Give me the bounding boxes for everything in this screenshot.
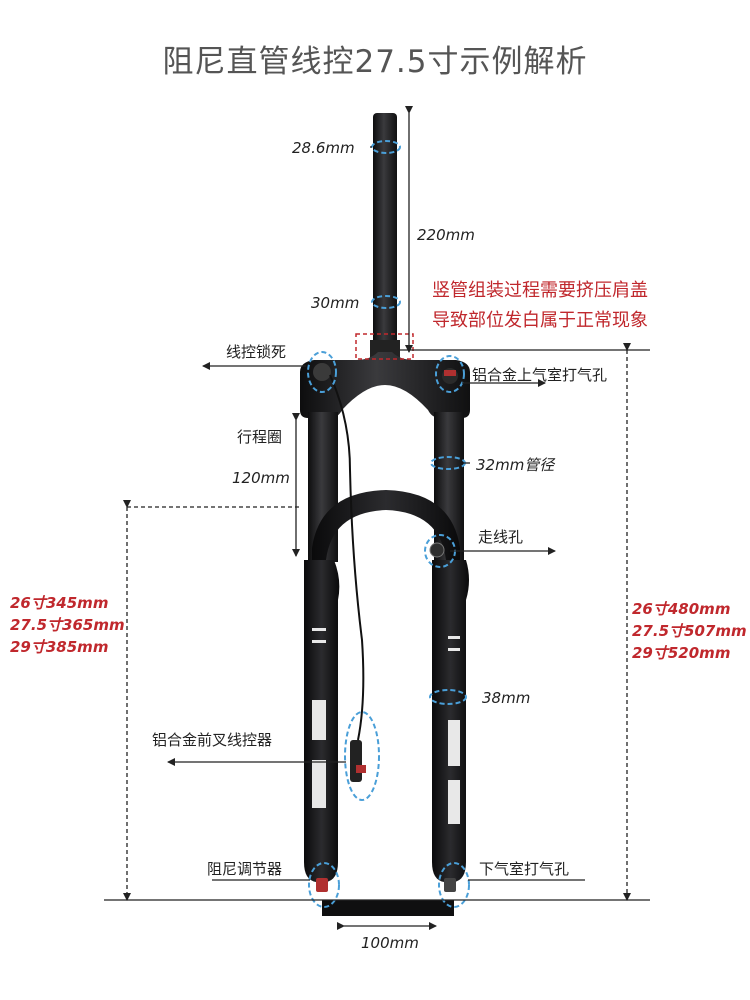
leg-decal-right	[448, 636, 460, 824]
remote-cable	[329, 374, 365, 741]
label-steerer-diameter-base: 30mm	[311, 294, 360, 312]
label-air-valve-bottom: 下气室打气孔	[479, 860, 570, 878]
cable-guide	[429, 542, 445, 558]
damping-knob	[316, 878, 328, 892]
crown-stress-box	[355, 333, 414, 360]
air-valve-bottom	[444, 878, 456, 892]
assembly-note: 竖管组装过程需要挤压肩盖 导致部位发白属于正常现象	[432, 276, 648, 336]
page-title: 阻尼直管线控27.5寸示例解析	[162, 44, 588, 80]
note-line-1: 竖管组装过程需要挤压肩盖	[432, 280, 648, 301]
label-remote: 铝合金前叉线控器	[152, 731, 273, 749]
label-lower-diameter: 38mm	[482, 689, 531, 707]
lockout-knob	[313, 363, 331, 381]
label-lockout: 线控锁死	[226, 343, 287, 361]
label-travel: 120mm	[232, 469, 290, 487]
label-stanchion-diameter: 32mm管径	[476, 456, 555, 474]
label-damping-adjuster: 阻尼调节器	[207, 860, 283, 878]
label-air-valve-top: 铝合金上气室打气孔	[472, 366, 608, 384]
axle-plate	[322, 900, 454, 916]
dims-left-26: 26寸345mm	[10, 594, 109, 612]
dims-right: 26寸480mm 27.5寸507mm 29寸520mm	[632, 598, 747, 664]
fork-crown	[300, 352, 470, 418]
fork-arch	[312, 490, 460, 560]
remote-lever	[350, 740, 362, 782]
dims-right-29: 29寸520mm	[632, 644, 731, 662]
dimension-lines	[104, 106, 650, 930]
note-line-2: 导致部位发白属于正常现象	[432, 310, 648, 331]
dims-left-29: 29寸385mm	[10, 638, 109, 656]
dims-right-27-5: 27.5寸507mm	[632, 622, 747, 640]
dims-right-26: 26寸480mm	[632, 600, 731, 618]
label-travel-ring: 行程圈	[237, 428, 283, 446]
dims-left: 26寸345mm 27.5寸365mm 29寸385mm	[10, 592, 125, 658]
label-cable-hole: 走线孔	[478, 528, 524, 546]
leg-decal-left	[312, 628, 326, 808]
label-steerer-diameter-top: 28.6mm	[292, 139, 355, 157]
label-steerer-length: 220mm	[417, 226, 475, 244]
dims-left-27-5: 27.5寸365mm	[10, 616, 125, 634]
label-axle-width: 100mm	[361, 934, 419, 952]
